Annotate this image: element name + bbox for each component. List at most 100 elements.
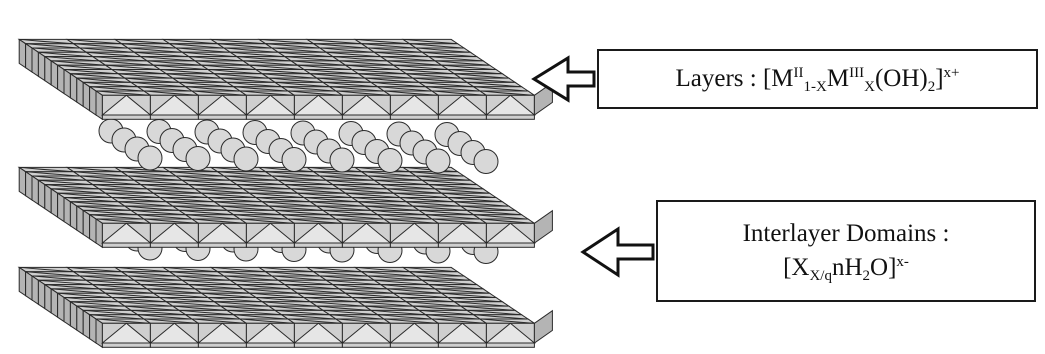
octahedron-top: [68, 201, 127, 207]
octahedron-top: [62, 297, 121, 303]
octahedron-top: [302, 197, 361, 203]
octahedron-top: [420, 179, 479, 186]
octahedron-top: [235, 56, 293, 62]
octahedron-top: [87, 314, 146, 320]
octahedron-top: [81, 209, 140, 216]
octahedron-top: [222, 275, 281, 281]
octahedron-top: [327, 214, 386, 220]
octahedron-top: [142, 318, 201, 324]
octahedron-top: [91, 56, 149, 62]
octahedron-top: [183, 86, 242, 92]
octahedron-front: [101, 322, 152, 348]
octahedron-top: [81, 81, 140, 88]
octahedron-top: [273, 309, 332, 316]
octahedron-front: [341, 222, 392, 248]
octahedron-top: [289, 188, 348, 194]
octahedron-top: [17, 166, 76, 173]
octahedron-top: [97, 60, 156, 66]
octahedron-top: [135, 314, 194, 320]
octahedron-top: [315, 77, 373, 83]
octahedron-top: [225, 81, 284, 88]
octahedron-top: [327, 86, 386, 92]
octahedron-top: [417, 209, 476, 216]
octahedron-top: [321, 81, 380, 88]
octahedron-top: [139, 56, 197, 62]
octahedron-top: [228, 51, 287, 58]
octahedron-front: [437, 322, 488, 348]
octahedron-top: [55, 292, 114, 298]
octahedron-top: [225, 209, 284, 216]
octahedron-top: [423, 314, 482, 320]
octahedron-top: [343, 192, 402, 198]
octahedron-top: [126, 175, 185, 181]
octahedron-top: [363, 305, 421, 311]
octahedron-top: [334, 218, 393, 224]
octahedron-top: [103, 292, 162, 298]
octahedron-front: [341, 94, 392, 120]
octahedron-top: [110, 297, 169, 303]
octahedron-top: [363, 205, 421, 211]
octahedron-top: [302, 297, 361, 303]
octahedron-front: [197, 222, 248, 248]
octahedron-top: [103, 192, 162, 198]
octahedron-top: [427, 56, 485, 62]
octahedron-top: [49, 188, 108, 194]
octahedron-top: [270, 275, 329, 281]
octahedron-top: [263, 43, 322, 49]
octahedron-top: [311, 271, 370, 277]
octahedron-top: [379, 184, 437, 190]
octahedron-top: [331, 56, 389, 62]
octahedron-top: [241, 188, 300, 194]
octahedron-top: [318, 47, 377, 53]
octahedron-top: [315, 305, 373, 311]
octahedron-top: [401, 266, 460, 273]
octahedron-top: [350, 69, 409, 75]
anion-sphere: [281, 147, 307, 172]
octahedron-top: [145, 60, 204, 66]
octahedron-top: [407, 271, 466, 277]
octahedron-top: [337, 60, 396, 66]
octahedron-top: [123, 205, 181, 211]
interlayer-arrow: [580, 226, 655, 278]
octahedron-top: [65, 38, 124, 45]
octahedron-top: [414, 175, 473, 181]
octahedron-top: [331, 184, 389, 190]
octahedron-top: [286, 218, 345, 224]
octahedron-top: [439, 192, 498, 198]
anion-sphere: [233, 146, 259, 172]
octahedron-top: [116, 73, 175, 79]
interlayer-formula-box: Interlayer Domains : [XX/qnH2O]x-: [656, 200, 1036, 302]
octahedron-top: [417, 81, 476, 88]
octahedron-top: [276, 179, 335, 186]
anion-sphere: [329, 147, 355, 173]
octahedron-top: [219, 77, 277, 83]
octahedron-top: [71, 271, 130, 277]
octahedron-top: [91, 284, 149, 290]
octahedron-top: [343, 64, 402, 70]
octahedron-top: [87, 214, 146, 220]
octahedron-top: [36, 179, 95, 186]
interlayer-title: Interlayer Domains :: [742, 220, 950, 248]
octahedron-front: [245, 322, 296, 348]
octahedron-top: [359, 271, 418, 277]
octahedron-top: [110, 197, 169, 203]
octahedron-top: [49, 288, 108, 294]
octahedron-front: [293, 322, 344, 348]
octahedron-side: [95, 90, 103, 121]
octahedron-top: [65, 266, 124, 273]
octahedron-top: [471, 314, 530, 320]
octahedron-top: [375, 86, 434, 92]
octahedron-top: [439, 292, 498, 298]
bottom-brucite-layer: [17, 266, 553, 349]
octahedron-top: [123, 305, 181, 311]
octahedron-top: [366, 275, 425, 281]
octahedron-top: [139, 284, 197, 290]
octahedron-top: [171, 305, 229, 311]
octahedron-top: [337, 288, 396, 294]
octahedron-top: [404, 73, 463, 79]
octahedron-top: [359, 43, 418, 49]
octahedron-top: [71, 43, 130, 49]
octahedron-top: [167, 271, 226, 277]
octahedron-top: [113, 38, 172, 45]
octahedron-top: [177, 309, 236, 316]
